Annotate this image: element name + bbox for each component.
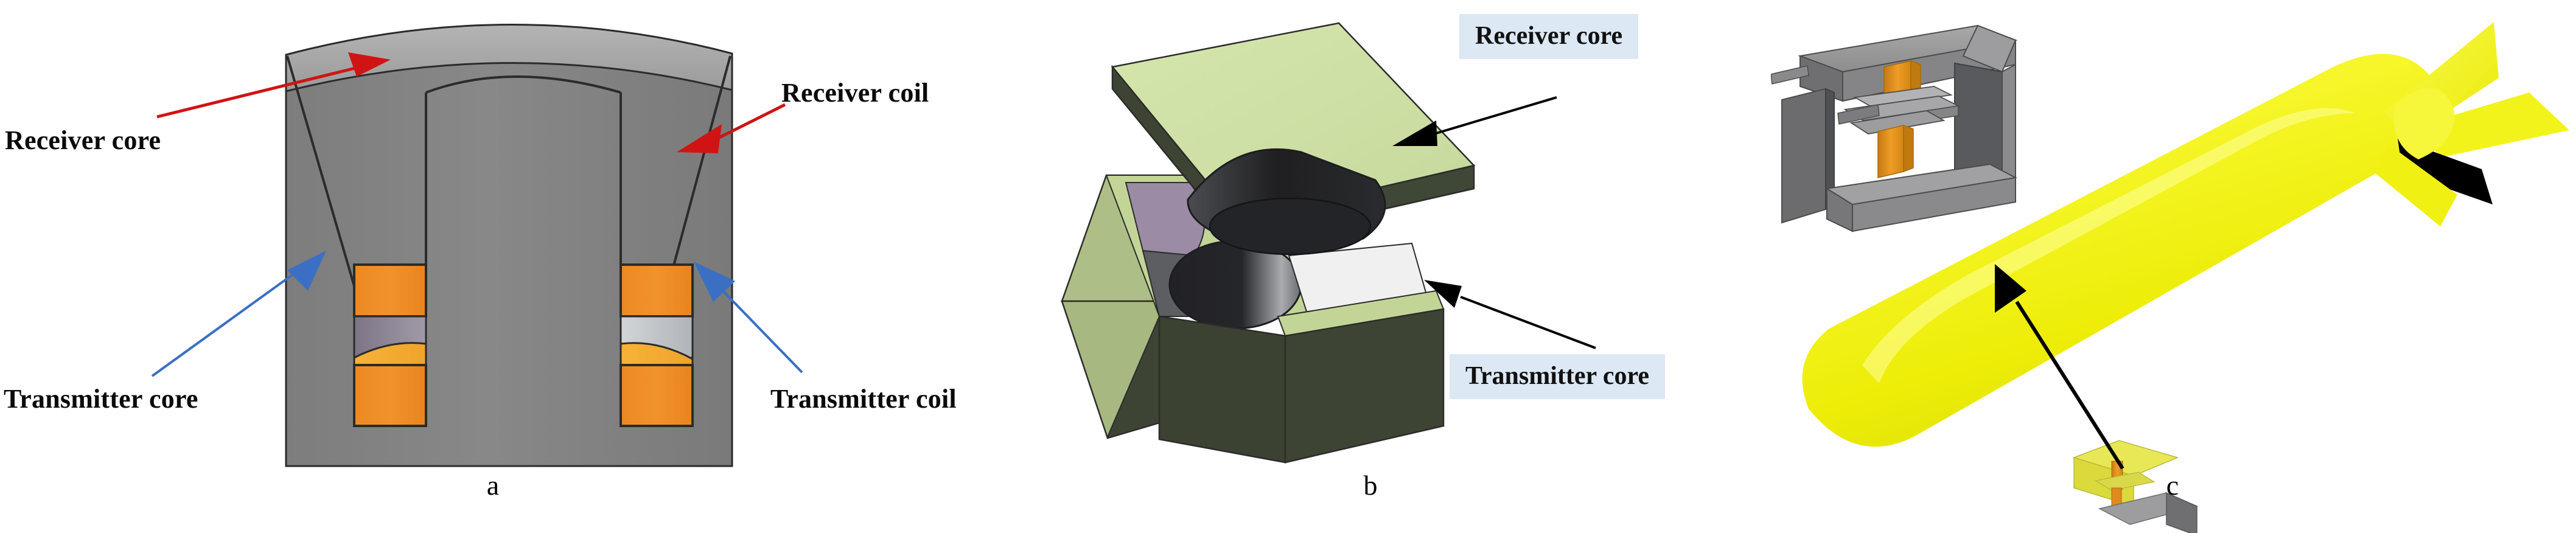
arrow-line [719, 287, 803, 374]
inset-orange-post-lower-side [1903, 124, 1914, 173]
arrow-receiver-core-b [1392, 96, 1557, 146]
panel-b-drawing [1061, 22, 1596, 464]
arrow-coupler-detail [1995, 264, 2124, 470]
taper-line-left [286, 55, 355, 287]
panel-a-drawing [151, 24, 803, 467]
right-coil-assembly [620, 263, 694, 427]
mounted-coupler [2072, 440, 2199, 533]
mounted-mid-plate [2095, 472, 2155, 491]
fin-upper-right [2407, 92, 2569, 157]
label-transmitter-coil-panel-a: Transmitter coil [770, 384, 957, 414]
arrow-transmitter-coil-a [694, 262, 803, 374]
inset-left-tab [1771, 65, 1809, 85]
label-receiver-coil-panel-a: Receiver coil [781, 78, 929, 108]
arrow-line [1460, 296, 1596, 349]
transmitter-coil-right-block [620, 364, 694, 427]
arrow-transmitter-core-b [1424, 280, 1596, 349]
auv-tail-cone [2393, 88, 2455, 159]
left-coil-assembly [353, 263, 427, 427]
panel-b [1035, 0, 1771, 533]
transmitter-coil-right-top-face [620, 342, 694, 368]
taper-line-right [667, 55, 731, 287]
panel-c [1771, 0, 2576, 533]
arrowhead [677, 124, 722, 153]
arrowhead [694, 262, 735, 302]
panel-caption-c: c [2166, 470, 2179, 501]
panel-caption-a: a [486, 470, 500, 501]
arrow-line [1429, 96, 1557, 136]
label-receiver-core-panel-a: Receiver core [5, 125, 161, 155]
transmitter-coil-left-top-face [353, 342, 427, 366]
arrow-line [2015, 301, 2124, 470]
arrowhead [287, 251, 326, 291]
arrowhead [1995, 264, 2026, 313]
panel-c-drawing [1771, 22, 2569, 533]
inset-left-leg-front [1781, 88, 1826, 224]
receiver-coil-left-block [353, 263, 427, 318]
label-transmitter-core-panel-b: Transmitter core [1450, 354, 1666, 400]
inset-orange-post-lower [1877, 125, 1904, 178]
arrowhead [348, 52, 391, 77]
box-right-face [1284, 308, 1445, 464]
receiver-coil-right-block [620, 263, 694, 318]
arrow-line [151, 274, 293, 377]
label-receiver-core-panel-b: Receiver core [1459, 14, 1639, 60]
arrow-line [711, 103, 786, 143]
arrowhead [1424, 280, 1462, 308]
label-transmitter-core-panel-a: Transmitter core [4, 384, 198, 414]
panel-caption-b: b [1363, 470, 1378, 501]
inset-plate-upper [1853, 86, 1953, 108]
fin-lower-left [2373, 145, 2457, 226]
mounted-gray-right-wall [2166, 492, 2197, 533]
arrow-transmitter-core-a [151, 251, 326, 377]
auv-hull [1802, 54, 2442, 447]
transmitter-coil-left-block [353, 364, 427, 427]
arrowhead [1392, 120, 1437, 146]
inset-bottom-bar-front-face [1852, 176, 2016, 232]
coupler-detail-inset [1771, 24, 2018, 232]
arrow-line [156, 63, 371, 119]
receiver-core-bottom-face [1209, 197, 1372, 256]
arrow-receiver-coil-a [677, 103, 786, 153]
inset-right-leg-outer [2002, 63, 2016, 187]
arrow-receiver-core-a [156, 52, 391, 119]
inset-mid-tab [1837, 104, 1880, 125]
inner-bore-arc [425, 75, 621, 94]
inset-plate-lower [1849, 110, 1946, 134]
box-front-face [1158, 315, 1286, 464]
panel-a [0, 0, 1035, 533]
